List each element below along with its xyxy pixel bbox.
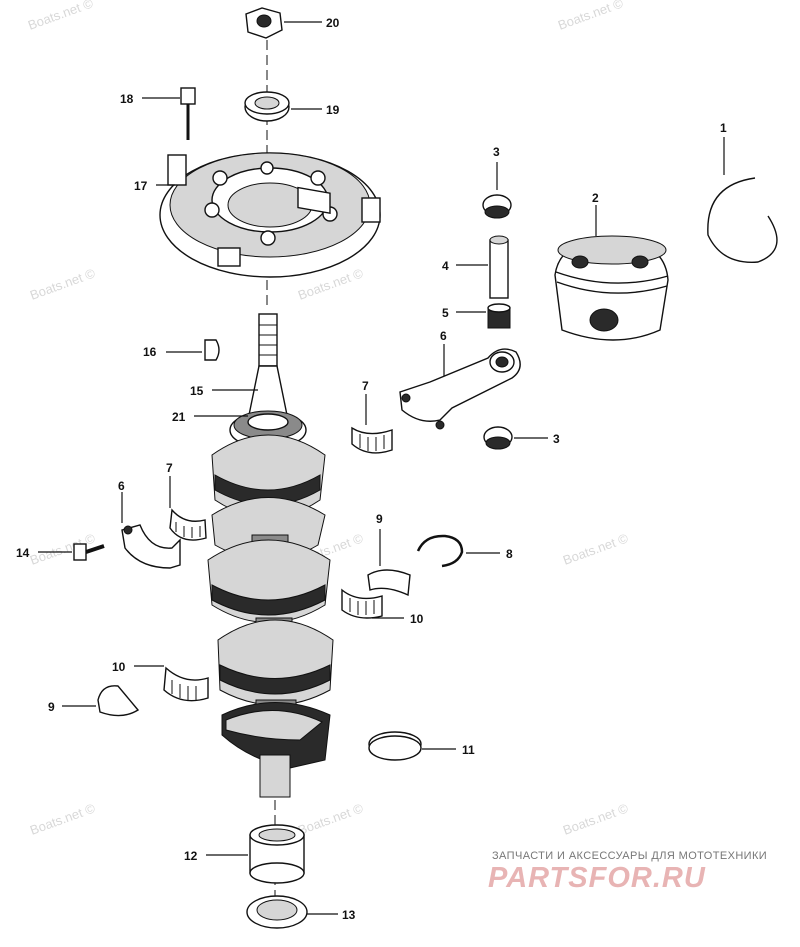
part-rod-cap: [121, 492, 181, 569]
part-piston-pin: [456, 235, 509, 299]
callout-2: 2: [592, 191, 599, 205]
watermark-10: Boats.net ©: [296, 800, 366, 838]
part-needle-bearing-right: [351, 394, 393, 454]
part-connecting-rod: [399, 344, 521, 430]
callout-1: 1: [720, 121, 727, 135]
watermark-1: Boats.net ©: [26, 0, 96, 33]
callout-9-left: 9: [48, 700, 55, 714]
callout-5: 5: [442, 306, 449, 320]
watermark-11: Boats.net ©: [561, 800, 631, 838]
store-logo: PARTSFOR.RU: [488, 862, 706, 894]
part-ring-11: [368, 731, 456, 761]
part-bolt-18: [142, 87, 196, 140]
callout-20: 20: [326, 16, 340, 30]
callout-19: 19: [326, 103, 340, 117]
callout-9-right: 9: [376, 512, 383, 526]
callout-16: 16: [143, 345, 157, 359]
part-oil-seal-bottom: [246, 895, 338, 929]
callout-3-top: 3: [493, 145, 500, 159]
callout-10-left: 10: [112, 660, 126, 674]
callout-7-left: 7: [166, 461, 173, 475]
callout-8: 8: [506, 547, 513, 561]
part-oil-seal: [244, 91, 322, 122]
watermark-8: Boats.net ©: [561, 530, 631, 568]
part-race-9-right: [367, 529, 411, 597]
callout-14: 14: [16, 546, 30, 560]
callout-6-left: 6: [118, 479, 125, 493]
part-piston-ring: [707, 137, 778, 263]
part-needle-bearing-left: [169, 476, 207, 541]
callout-21: 21: [172, 410, 186, 424]
callout-17: 17: [134, 179, 148, 193]
part-circlip: [416, 534, 500, 568]
watermark-9: Boats.net ©: [28, 800, 98, 838]
part-race-9-left: [62, 685, 140, 717]
callout-6-right: 6: [440, 329, 447, 343]
callout-11: 11: [462, 743, 475, 757]
part-bearing-plate: [156, 152, 381, 278]
part-pin-cap-top: [482, 162, 512, 219]
part-bearing-10-right: [341, 588, 404, 619]
callout-3-bottom: 3: [553, 432, 560, 446]
callout-7-right: 7: [362, 379, 369, 393]
watermark-2: Boats.net ©: [556, 0, 626, 33]
callout-12: 12: [184, 849, 198, 863]
callouts: 20 19 18 17 16 15 21 14 6 7 10 9 12 13 3…: [16, 16, 727, 922]
part-pin-cap-bottom: [483, 426, 548, 450]
callout-13: 13: [342, 908, 356, 922]
store-caption: ЗАПЧАСТИ И АКСЕССУАРЫ ДЛЯ МОТОТЕХНИКИ: [492, 850, 768, 862]
callout-15: 15: [190, 384, 204, 398]
watermark-3: Boats.net ©: [28, 265, 98, 303]
callout-4: 4: [442, 259, 449, 273]
part-needle-bearing-small: [456, 303, 511, 329]
part-nut: [245, 7, 322, 39]
watermark-6: Boats.net ©: [28, 530, 98, 568]
part-crankshaft: [194, 313, 334, 798]
part-woodruff-key: [166, 339, 220, 361]
callout-18: 18: [120, 92, 134, 106]
callout-10-right: 10: [410, 612, 424, 626]
part-bearing-10-left: [134, 665, 209, 702]
part-bolt-14: [38, 543, 105, 561]
part-piston: [554, 205, 669, 341]
part-needle-bearing-12: [206, 824, 305, 884]
